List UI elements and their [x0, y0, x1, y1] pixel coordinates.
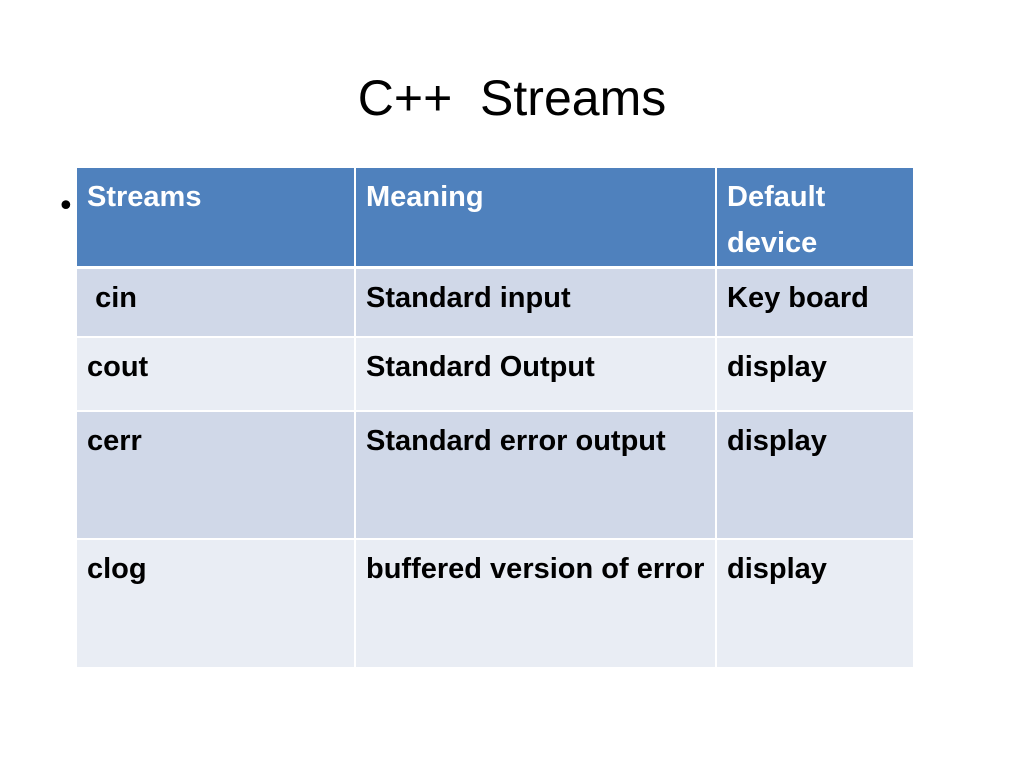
cell-stream: cerr: [77, 409, 356, 540]
table-row: clog buffered version of error display: [77, 537, 913, 667]
table-row: cout Standard Output display: [77, 335, 913, 412]
cell-stream: cin: [77, 266, 356, 338]
header-default-device: Default device: [715, 168, 913, 269]
cell-default-device: display: [715, 335, 913, 412]
streams-table: Streams Meaning Default device cin Stand…: [77, 168, 913, 667]
cell-meaning: Standard error output: [354, 409, 717, 540]
cell-default-device: display: [715, 409, 913, 540]
bullet-marker: •: [57, 189, 75, 224]
cell-meaning: Standard Output: [354, 335, 717, 412]
header-meaning: Meaning: [354, 168, 717, 269]
cell-default-device: display: [715, 537, 913, 667]
cell-stream-text: cin: [95, 282, 137, 314]
cell-stream: cout: [77, 335, 356, 412]
header-streams: Streams: [77, 168, 356, 269]
cell-meaning: buffered version of error: [354, 537, 717, 667]
cell-default-device: Key board: [715, 266, 913, 338]
cell-meaning: Standard input: [354, 266, 717, 338]
slide-title: C++ Streams: [357, 70, 667, 126]
table-header-row: Streams Meaning Default device: [77, 168, 913, 269]
table-row: cin Standard input Key board: [77, 266, 913, 338]
table-row: cerr Standard error output display: [77, 409, 913, 540]
cell-stream: clog: [77, 537, 356, 667]
